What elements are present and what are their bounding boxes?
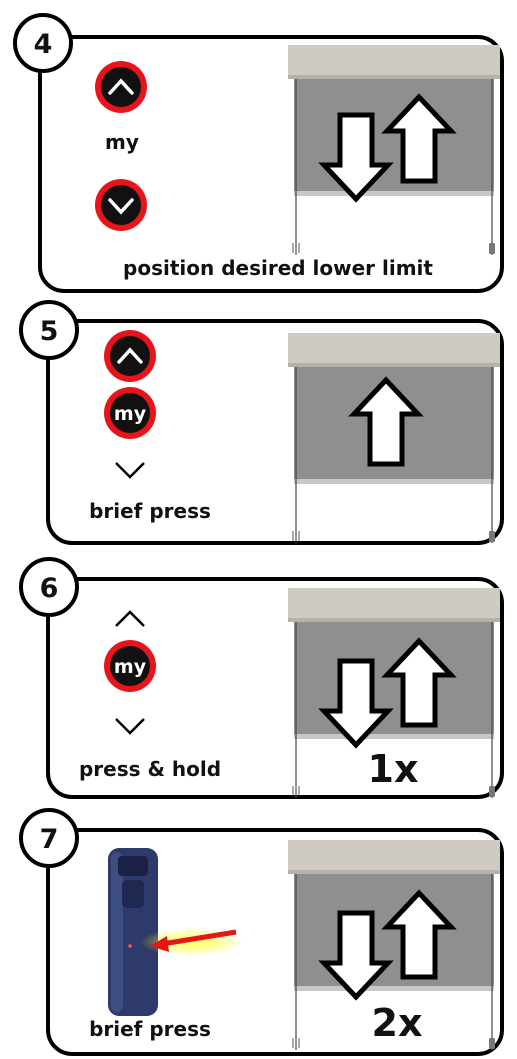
step-caption: brief press (89, 499, 211, 523)
step-caption: brief press (89, 1017, 211, 1041)
my-button-icon: my (104, 387, 156, 439)
my-button-label: my (114, 656, 147, 678)
remote-icon (108, 848, 158, 1016)
up-button-icon (104, 330, 156, 382)
my-label: my (105, 130, 139, 154)
my-button-icon: my (104, 640, 156, 692)
step-frame (46, 828, 504, 1056)
step-badge (13, 13, 73, 73)
chevron-down-icon (115, 462, 145, 479)
step-number: 7 (40, 824, 59, 855)
step-caption: press & hold (79, 757, 221, 781)
down-button-icon (95, 179, 147, 231)
chevron-up-icon (115, 610, 145, 627)
step-5-panel: 5 my brief press (19, 300, 504, 545)
step-7-panel: 7 brief press 2x (19, 808, 504, 1056)
chevron-down-icon (115, 718, 145, 735)
my-button-label: my (114, 403, 147, 425)
step-badge (19, 300, 79, 360)
pointer-arrow-icon (140, 928, 244, 956)
step-number: 5 (40, 316, 59, 347)
step-frame (46, 577, 504, 799)
step-frame (46, 319, 504, 545)
step-badge (19, 557, 79, 617)
step-frame (38, 35, 504, 293)
step-number: 6 (40, 573, 59, 604)
repeat-count: 1x (368, 747, 419, 791)
roller-blind (287, 44, 501, 256)
step-number: 4 (34, 29, 53, 60)
repeat-count: 2x (372, 1001, 423, 1045)
step-badge (19, 808, 79, 868)
step-6-panel: 6 my press & hold 1x (19, 557, 504, 799)
step-caption: position desired lower limit (123, 256, 433, 280)
up-button-icon (95, 61, 147, 113)
step-4-panel: 4 my position desired lower limit (13, 13, 504, 293)
